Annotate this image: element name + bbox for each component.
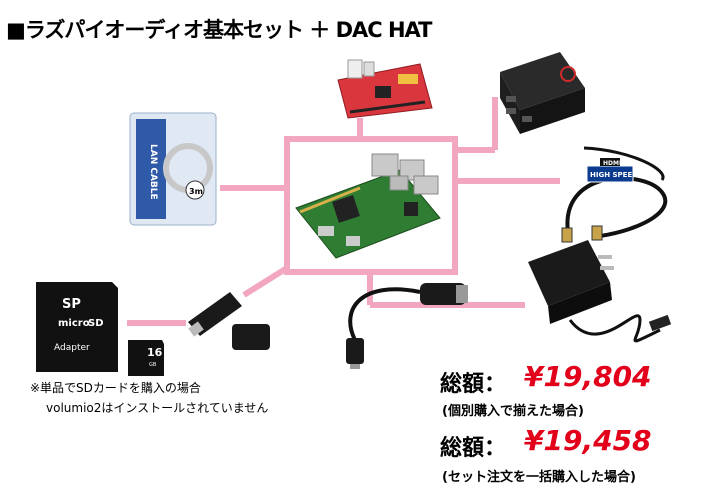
- hdmi-logo: HDMI: [603, 160, 621, 167]
- hdmi-speed-label: HIGH SPEED: [590, 171, 638, 179]
- dac-hat-board: [337, 59, 433, 119]
- sd-card-adapter: SP micro SD Adapter: [36, 282, 118, 372]
- sd-micro-label: micro: [58, 318, 90, 329]
- total-label-individual: 総額：: [440, 372, 507, 397]
- page-title: ■ラズパイオーディオ基本セット ＋ DAC HAT: [6, 18, 433, 42]
- sd-type-label: SD: [88, 318, 104, 329]
- note-line-2: volumio2はインストールされていません: [46, 401, 269, 415]
- sd-adapter-label: Adapter: [54, 343, 90, 353]
- note-line-1: ※単品でSDカードを購入の場合: [30, 381, 201, 395]
- total-note-individual: (個別購入で揃えた場合): [442, 404, 584, 419]
- micro-usb-cable: [346, 283, 468, 369]
- total-price-set: ¥19,458: [524, 424, 652, 457]
- sd-brand-label: SP: [62, 297, 81, 312]
- lan-cable-length: 3m: [189, 187, 203, 196]
- raspberry-pi-case: [500, 52, 585, 134]
- total-price-individual: ¥19,804: [524, 360, 652, 393]
- sd-install-note: ※単品でSDカードを購入の場合 volumio2はインストールされていません: [30, 378, 268, 418]
- total-note-set: (セット注文を一括購入した場合): [442, 470, 636, 485]
- total-label-set: 総額：: [440, 436, 507, 461]
- micro-sd-unit: GB: [149, 362, 157, 368]
- hdmi-cable: HDMI HIGH SPEED: [561, 146, 668, 243]
- power-adapter: [528, 240, 672, 343]
- lan-cable-package: LAN CABLE 3m: [129, 112, 217, 226]
- lan-cable-label: LAN CABLE: [148, 144, 158, 200]
- raspberry-pi-board: [295, 153, 441, 259]
- micro-sd-capacity: 16: [147, 346, 163, 359]
- usb-card-reader: [188, 292, 270, 350]
- micro-sd-card: 16 GB: [128, 340, 164, 376]
